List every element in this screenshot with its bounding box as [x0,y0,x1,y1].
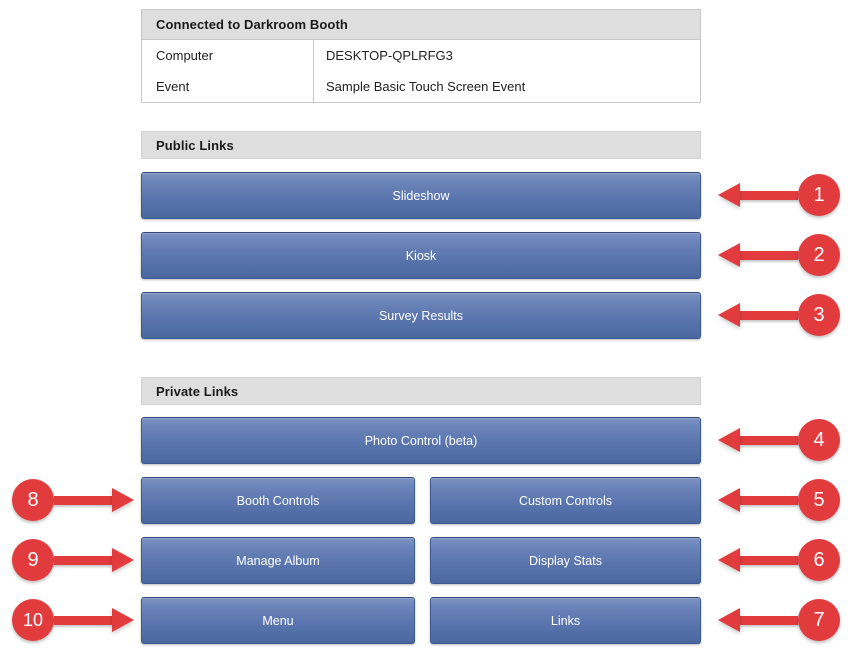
annotation-9: 9 [12,537,134,583]
annotation-badge: 4 [798,419,840,461]
connection-info-table: Connected to Darkroom Booth Computer DES… [141,9,701,103]
table-row: Event Sample Basic Touch Screen Event [141,71,701,103]
arrow-head-left-icon [718,428,740,452]
arrow-shaft [54,495,112,505]
annotation-3: 3 [718,292,840,338]
arrow-shaft [740,310,798,320]
arrow-head-left-icon [718,488,740,512]
arrow-shaft [54,615,112,625]
annotation-7: 7 [718,597,840,643]
arrow-shaft [740,495,798,505]
annotation-6: 6 [718,537,840,583]
button-manage-album[interactable]: Manage Album [141,537,415,584]
arrow-head-left-icon [718,183,740,207]
arrow-head-left-icon [718,303,740,327]
arrow-head-right-icon [112,608,134,632]
button-slideshow[interactable]: Slideshow [141,172,701,219]
annotation-2: 2 [718,232,840,278]
button-links[interactable]: Links [430,597,701,644]
table-row: Computer DESKTOP-QPLRFG3 [141,39,701,71]
connection-title: Connected to Darkroom Booth [141,9,701,40]
arrow-shaft [740,435,798,445]
annotation-badge: 8 [12,479,54,521]
section-header-private-links: Private Links [141,377,701,405]
annotation-5: 5 [718,477,840,523]
arrow-head-right-icon [112,488,134,512]
annotation-badge: 5 [798,479,840,521]
annotation-badge: 6 [798,539,840,581]
arrow-shaft [740,615,798,625]
arrow-shaft [740,250,798,260]
annotation-4: 4 [718,417,840,463]
annotation-badge: 10 [12,599,54,641]
table-header-row: Connected to Darkroom Booth [141,9,701,40]
button-display-stats[interactable]: Display Stats [430,537,701,584]
event-label: Event [141,71,314,103]
computer-label: Computer [141,39,314,71]
computer-value: DESKTOP-QPLRFG3 [313,39,701,71]
annotation-badge: 1 [798,174,840,216]
arrow-shaft [740,555,798,565]
arrow-head-right-icon [112,548,134,572]
button-photo-control[interactable]: Photo Control (beta) [141,417,701,464]
annotation-badge: 9 [12,539,54,581]
annotation-1: 1 [718,172,840,218]
annotation-badge: 7 [798,599,840,641]
arrow-shaft [54,555,112,565]
button-booth-controls[interactable]: Booth Controls [141,477,415,524]
button-kiosk[interactable]: Kiosk [141,232,701,279]
button-menu[interactable]: Menu [141,597,415,644]
button-custom-controls[interactable]: Custom Controls [430,477,701,524]
arrow-head-left-icon [718,548,740,572]
annotation-badge: 3 [798,294,840,336]
annotation-8: 8 [12,477,134,523]
annotation-badge: 2 [798,234,840,276]
event-value: Sample Basic Touch Screen Event [313,71,701,103]
arrow-head-left-icon [718,608,740,632]
arrow-shaft [740,190,798,200]
button-survey-results[interactable]: Survey Results [141,292,701,339]
section-header-public-links: Public Links [141,131,701,159]
annotation-10: 10 [12,597,134,643]
arrow-head-left-icon [718,243,740,267]
